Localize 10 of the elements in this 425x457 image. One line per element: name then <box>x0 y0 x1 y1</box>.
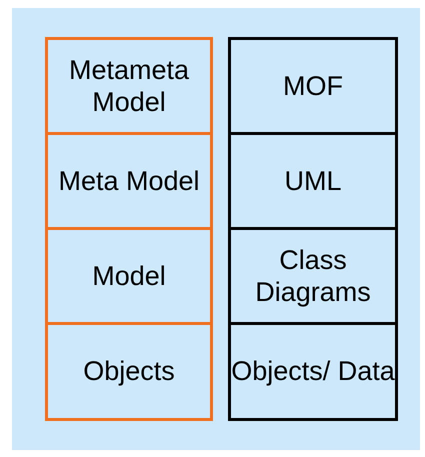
layer-label: Model <box>92 260 166 292</box>
layer-label: MOF <box>283 70 343 102</box>
layer-label: Meta Model <box>58 166 200 198</box>
layer-label: Metameta Model <box>68 55 190 118</box>
layer-box <box>228 322 398 421</box>
layer-box <box>45 322 213 421</box>
layer-label: Objects/ Data <box>231 356 395 388</box>
layer-label: UML <box>284 166 342 198</box>
layer-label: Objects <box>83 356 175 388</box>
layer-label: Class Diagrams <box>254 245 372 308</box>
